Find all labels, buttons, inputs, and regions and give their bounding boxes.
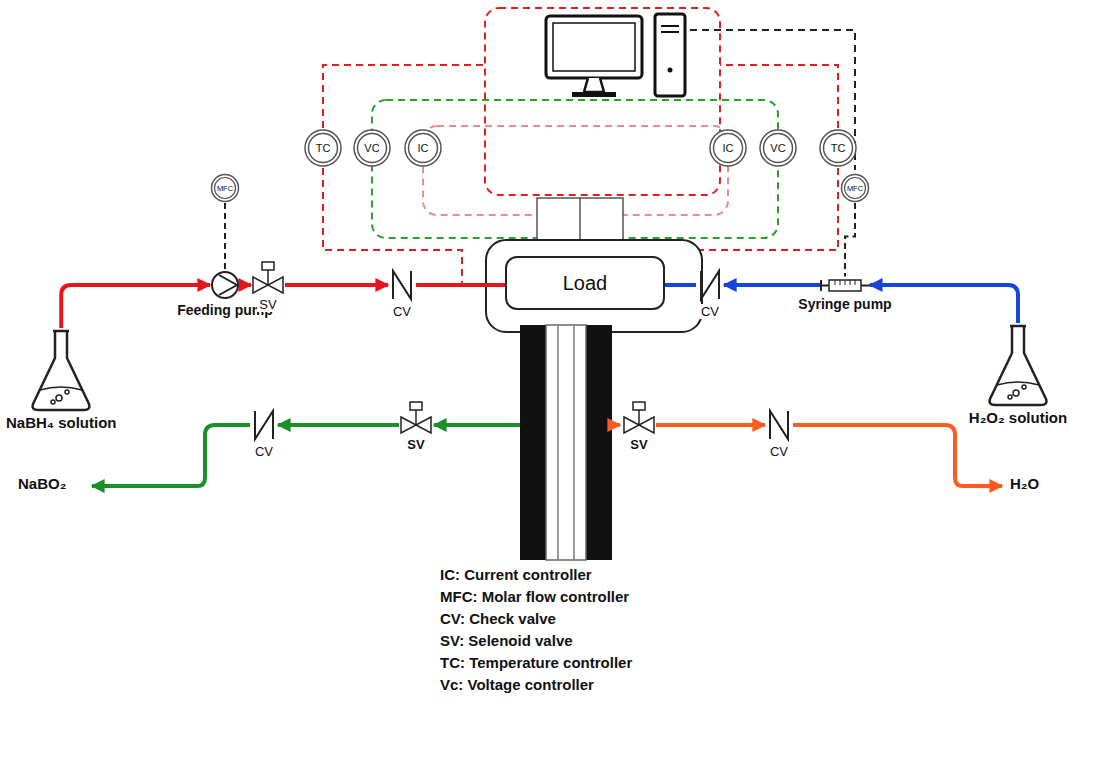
load-box: Load <box>505 256 665 310</box>
signal-line <box>845 203 855 277</box>
symbol <box>622 401 656 435</box>
node-text: MFC <box>217 184 233 193</box>
legend-line: CV: Check valve <box>440 610 556 627</box>
check-valve: CV <box>765 408 793 459</box>
symbol <box>250 408 278 442</box>
node-text: CV <box>768 444 790 459</box>
syringe-pump: Syringe pump <box>796 277 893 312</box>
solenoid-valve: SV <box>251 261 285 312</box>
control-line <box>690 30 855 170</box>
product-pipe <box>92 425 250 486</box>
node-text: Load <box>563 272 608 295</box>
fuel-pipe <box>416 283 518 287</box>
solenoid-valve: SV <box>399 401 433 452</box>
legend-line: Vc: Voltage controller <box>440 676 594 693</box>
symbol <box>399 401 433 435</box>
node-text: CV <box>253 444 275 459</box>
node-text: SV <box>405 437 426 452</box>
controller-circle: IC <box>708 128 748 168</box>
symbol <box>820 277 870 294</box>
node-text: VC <box>770 142 785 154</box>
symbol <box>251 261 285 295</box>
flow-pipe <box>285 283 388 287</box>
flow-controller-circle: MFC <box>210 173 240 203</box>
controller-circle: TC <box>818 128 858 168</box>
node-text: SV <box>257 297 278 312</box>
control-line <box>485 8 720 195</box>
check-valve: CV <box>250 408 278 459</box>
node-text: CV <box>699 304 721 319</box>
node-text: MFC <box>847 184 863 193</box>
computer-icon <box>546 14 685 97</box>
reagent-flask: NaBH₄ solution <box>4 328 118 431</box>
controller-circle: VC <box>352 128 392 168</box>
flow-pipe <box>656 423 765 427</box>
symbol <box>986 323 1050 407</box>
legend-line: IC: Current controller <box>440 566 592 583</box>
load-housing <box>486 240 702 332</box>
legend-line: TC: Temperature controller <box>440 654 632 671</box>
check-valve: CV <box>696 268 724 319</box>
node-text: IC <box>418 142 429 154</box>
flow-pipe <box>724 283 820 287</box>
controller-circle: IC <box>403 128 443 168</box>
product-pipe <box>434 423 520 427</box>
product-label: H₂O <box>1010 475 1039 492</box>
product-pipe <box>612 423 620 427</box>
node-text: TC <box>316 142 331 154</box>
flow-controller-circle: MFC <box>840 173 870 203</box>
reagent-flask: H₂O₂ solution <box>967 323 1069 426</box>
node-text: Syringe pump <box>796 296 893 312</box>
product-label: NaBO₂ <box>18 475 66 492</box>
flow-pipe <box>278 423 399 427</box>
check-valve: CV <box>388 268 416 319</box>
symbol <box>29 328 93 412</box>
node-text: IC <box>723 142 734 154</box>
node-text: CV <box>391 304 413 319</box>
node-text: NaBH₄ solution <box>4 414 118 431</box>
signal-line <box>224 203 226 270</box>
controller-circle: VC <box>758 128 798 168</box>
symbol <box>765 408 793 442</box>
flow-pipe <box>240 283 251 287</box>
product-pipe <box>793 425 1002 486</box>
symbol <box>210 270 240 300</box>
solenoid-valve: SV <box>622 401 656 452</box>
node-text: VC <box>364 142 379 154</box>
node-text: H₂O₂ solution <box>967 409 1069 426</box>
symbol <box>388 268 416 302</box>
legend-line: MFC: Molar flow controller <box>440 588 629 605</box>
node-text: TC <box>831 142 846 154</box>
legend-line: SV: Selenoid valve <box>440 632 573 649</box>
symbol <box>696 268 724 302</box>
node-text: SV <box>628 437 649 452</box>
controller-circle: TC <box>303 128 343 168</box>
